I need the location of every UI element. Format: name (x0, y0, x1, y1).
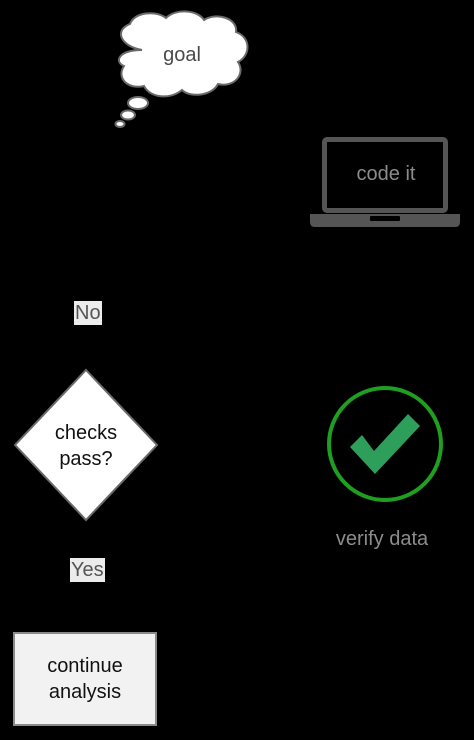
decision-label-line2: pass? (59, 448, 113, 470)
continue-label-line2: analysis (48, 681, 122, 703)
verify-data-label: verify data (335, 528, 429, 550)
decision-label: checks pass? (16, 420, 156, 472)
yes-branch-label: Yes (70, 558, 105, 582)
continue-analysis-box: continue analysis (13, 632, 157, 726)
decision-label-line1: checks (54, 422, 118, 444)
goal-label: goal (163, 44, 201, 66)
no-branch-label: No (74, 301, 102, 325)
continue-label-line1: continue (47, 655, 123, 677)
code-it-label: code it (356, 163, 416, 185)
